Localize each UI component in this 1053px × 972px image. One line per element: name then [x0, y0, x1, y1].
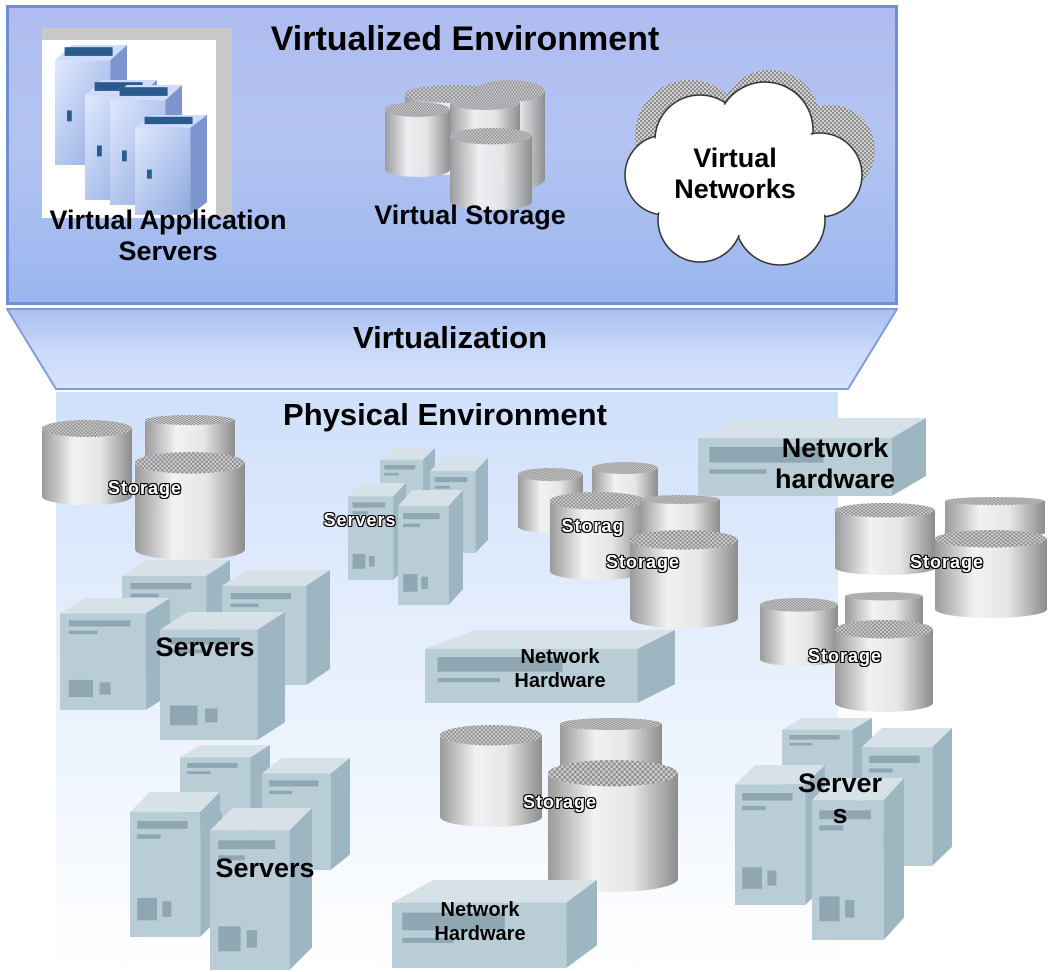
network-hardware-label-2-line1: Network: [520, 646, 600, 668]
storage-label-partial: Storag: [561, 516, 625, 536]
virtualized-environment-title: Virtualized Environment: [270, 20, 660, 58]
storage-label-1: Storage: [107, 478, 183, 498]
servers-label-small: Servers: [323, 510, 397, 530]
virtual-app-servers-line2: Servers: [118, 236, 218, 266]
servers-label-2: Servers: [215, 853, 315, 883]
virtual-storage-image: [385, 80, 545, 210]
virtual-networks-label: Virtual Networks: [650, 143, 820, 205]
servers-label-split-line2: s: [832, 799, 848, 829]
virtual-storage-label: Virtual Storage: [374, 200, 566, 230]
storage-label-5: Storage: [522, 792, 598, 812]
virtualization-label: Virtualization: [352, 320, 548, 355]
virtual-app-servers-line1: Virtual Application: [49, 205, 287, 235]
virtual-networks-line1: Virtual: [693, 143, 777, 173]
virtual-app-servers-label: Virtual Application Servers: [18, 205, 318, 267]
network-hardware-label-1-line2: hardware: [774, 464, 896, 494]
servers-label-split-line1: Server: [797, 768, 883, 798]
servers-label-split: Server s: [780, 768, 900, 830]
virtual-app-servers-image: [42, 28, 232, 218]
network-hardware-label-2: Network Hardware: [490, 645, 630, 693]
network-hardware-label-3: Network Hardware: [410, 898, 550, 946]
network-hardware-label-2-line2: Hardware: [514, 670, 606, 692]
storage-label-4: Storage: [807, 646, 883, 666]
physical-environment-title: Physical Environment: [283, 397, 607, 432]
storage-label-3: Storage: [909, 552, 985, 572]
virtualization-band: [6, 308, 898, 390]
storage-label-2: Storage: [605, 552, 681, 572]
network-hardware-label-3-line2: Hardware: [434, 923, 526, 945]
network-hardware-label-3-line1: Network: [440, 899, 520, 921]
network-hardware-label-1: Network hardware: [740, 433, 930, 495]
network-hardware-label-1-line1: Network: [781, 433, 889, 463]
virtual-networks-line2: Networks: [674, 174, 796, 204]
virtual-networks-cloud: [624, 70, 875, 266]
servers-label-1: Servers: [155, 632, 255, 662]
